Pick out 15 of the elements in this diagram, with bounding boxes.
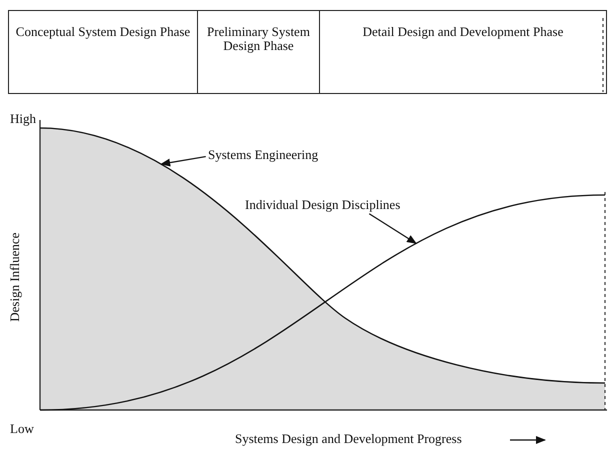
- phase-label: Detail Design and Development Phase: [362, 25, 564, 40]
- phase-label: Preliminary System Design Phase: [206, 25, 311, 54]
- axis-title: Systems Design and Development Progress: [235, 432, 462, 446]
- curve-label: Systems Engineering: [208, 148, 318, 162]
- leader-arrow: [160, 156, 206, 167]
- phase-box: [8, 10, 198, 94]
- curve-line: [40, 194, 606, 411]
- axis-title: Design Influence: [8, 232, 22, 324]
- axis-label: High: [10, 112, 36, 126]
- phase-box: [197, 10, 320, 94]
- axis-label: Low: [10, 422, 34, 436]
- curve-label: Individual Design Disciplines: [245, 198, 400, 212]
- phase-box: [319, 10, 607, 94]
- leader-arrow: [368, 213, 417, 244]
- phase-label: Conceptual System Design Phase: [16, 25, 190, 40]
